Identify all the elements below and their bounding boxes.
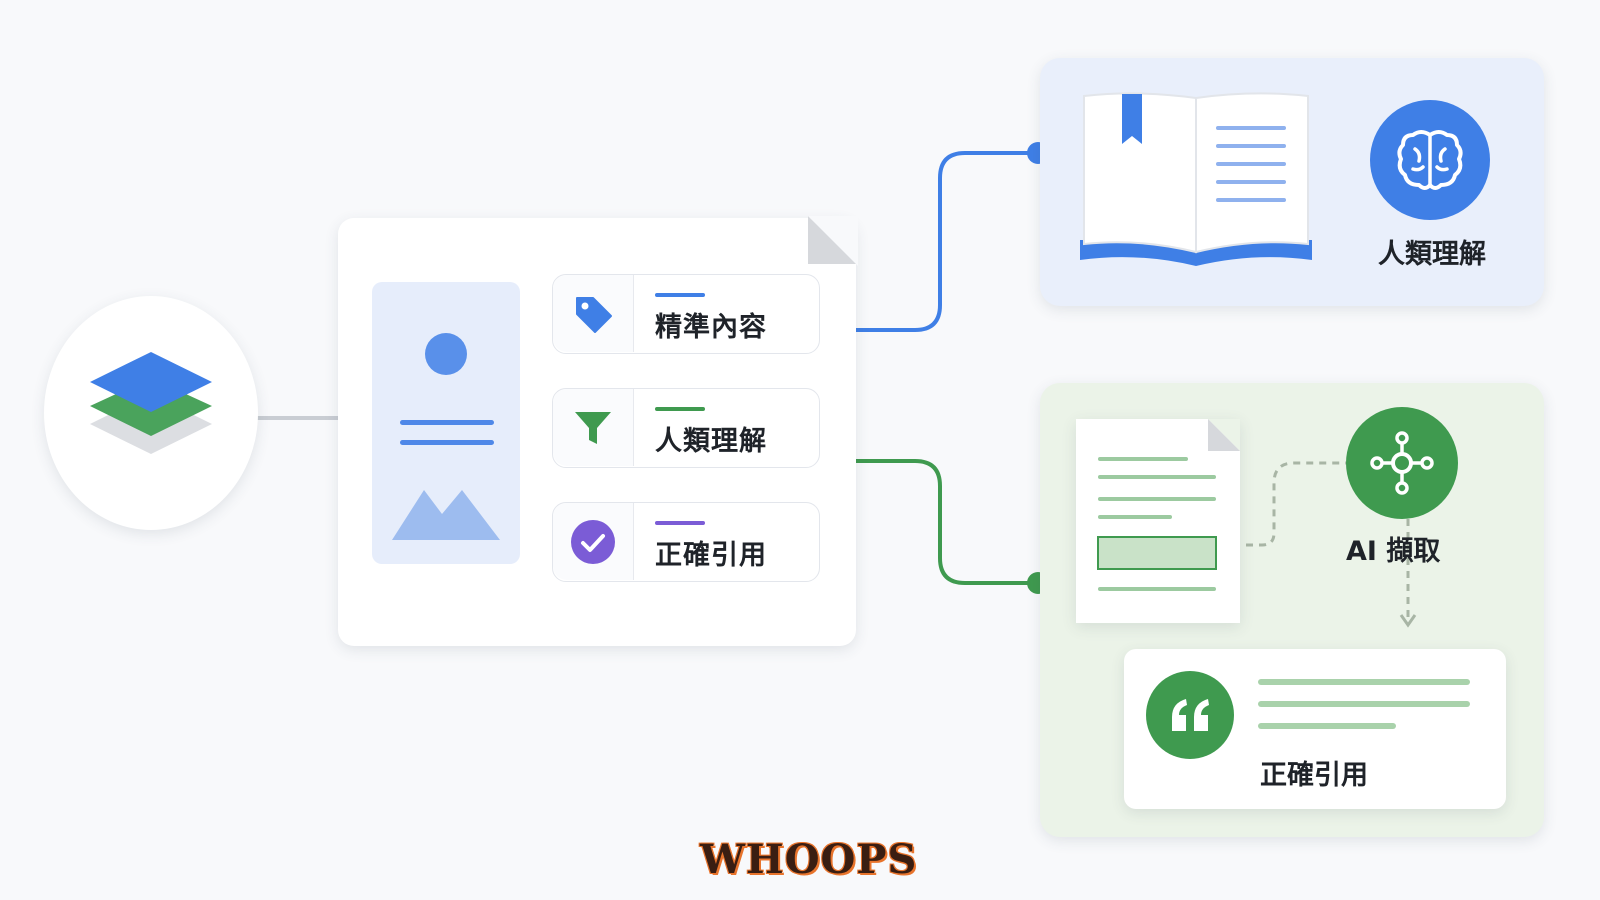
- human-understanding-label: 人類理解: [1378, 239, 1486, 270]
- citation-text-lines: [1258, 679, 1470, 729]
- row-label: 正確引用: [655, 540, 767, 571]
- check-circle-icon: [553, 503, 634, 580]
- ai-extraction-label: AI 擷取: [1346, 536, 1441, 567]
- human-understanding-panel: 人類理解: [1040, 58, 1544, 306]
- document-card: 精準內容 人類理解 正確引用: [338, 216, 858, 646]
- tag-icon: [553, 275, 634, 352]
- row-label: 精準內容: [655, 312, 767, 343]
- citation-label: 正確引用: [1260, 760, 1368, 791]
- whoops-watermark: WHOOPS: [700, 836, 918, 883]
- doc-row-precise-content: 精準內容: [552, 274, 820, 354]
- row-accent-bar: [655, 407, 705, 411]
- ai-extraction-panel: AI 擷取 正確引用: [1040, 383, 1544, 837]
- document-fold: [808, 216, 858, 266]
- source-node: [44, 296, 258, 530]
- brain-icon: [1370, 100, 1490, 220]
- quote-icon: [1146, 671, 1234, 759]
- doc-row-accurate-citation: 正確引用: [552, 502, 820, 582]
- blue-connector: [856, 151, 1038, 332]
- doc-row-human-understanding: 人類理解: [552, 388, 820, 468]
- citation-card: 正確引用: [1124, 649, 1506, 809]
- source-document-icon: [1076, 419, 1240, 623]
- open-book-icon: [1080, 92, 1312, 266]
- layers-icon: [90, 352, 212, 454]
- filter-icon: [553, 389, 634, 466]
- green-connector: [856, 459, 1038, 585]
- row-accent-bar: [655, 293, 705, 297]
- network-hub-icon: [1346, 407, 1458, 519]
- dashed-flow-lines: [1220, 461, 1417, 628]
- row-accent-bar: [655, 521, 705, 525]
- content-preview-panel: [372, 282, 520, 564]
- preview-illustration: [392, 333, 500, 540]
- row-label: 人類理解: [655, 426, 767, 457]
